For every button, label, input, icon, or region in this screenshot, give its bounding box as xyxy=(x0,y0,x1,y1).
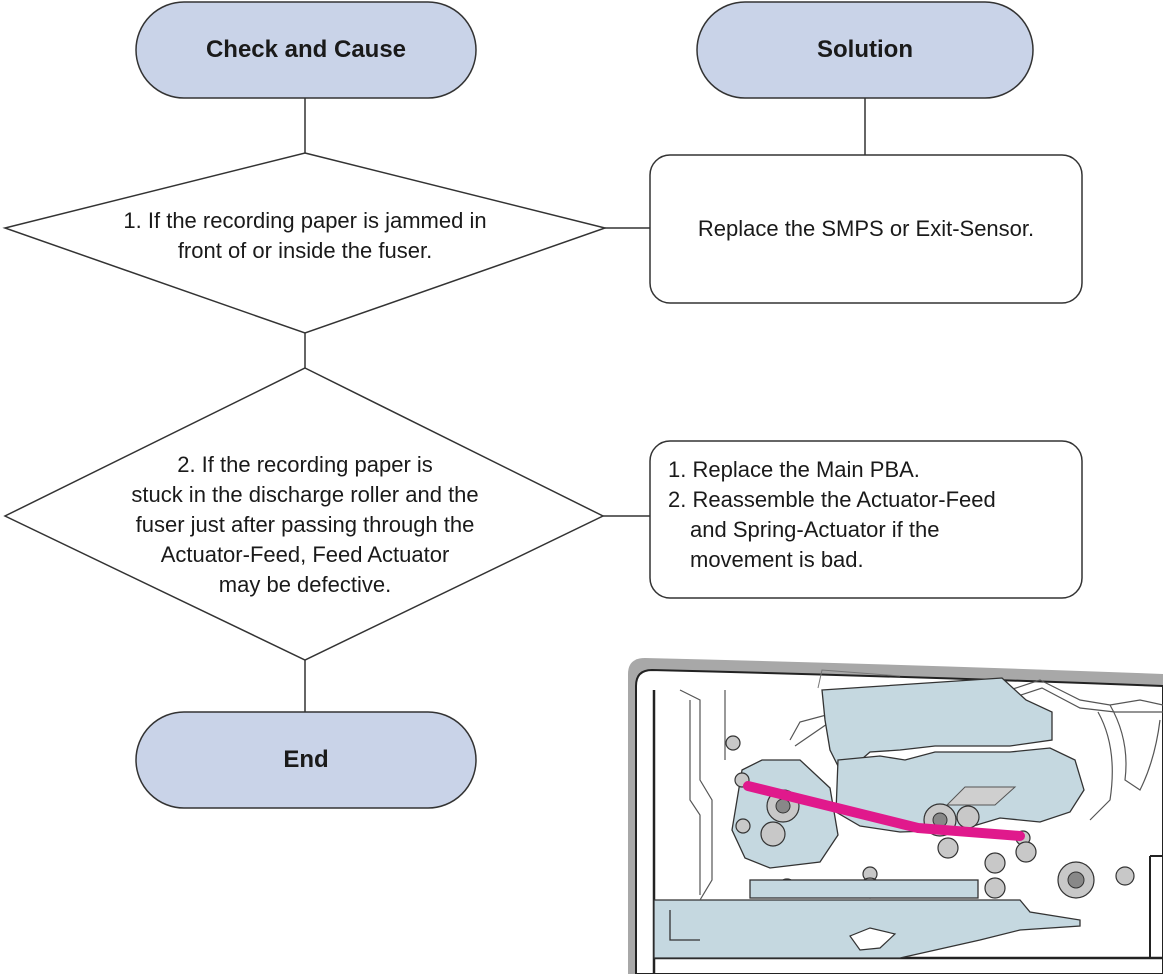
check-step-1-line: 1. If the recording paper is jammed in xyxy=(123,208,487,233)
solution-box-1 xyxy=(649,154,1083,304)
check-step-2-line: may be defective. xyxy=(218,572,392,597)
check-step-2-line: stuck in the discharge roller and the xyxy=(131,482,479,507)
check-step-2-line: 2. If the recording paper is xyxy=(177,452,433,477)
solution-step-2-line: 2. Reassemble the Actuator-Feed xyxy=(668,487,996,512)
check-step-2-text: 2. If the recording paper is stuck in th… xyxy=(60,450,550,600)
printer-cross-section-illustration xyxy=(628,658,1163,974)
connector-lines xyxy=(304,98,866,712)
paper-path-highlight xyxy=(743,781,1025,841)
end-terminator xyxy=(135,711,477,809)
solution-step-2-text: 1. Replace the Main PBA. 2. Reassemble t… xyxy=(668,455,1078,575)
check-and-cause-header: Check and Cause xyxy=(205,36,407,63)
check-header-terminator xyxy=(135,1,477,99)
check-step-2-line: Actuator-Feed, Feed Actuator xyxy=(160,542,450,567)
solution-step-2-line: movement is bad. xyxy=(690,547,864,572)
end-label: End xyxy=(283,746,329,773)
solution-header: Solution xyxy=(817,36,913,63)
solution-box-2 xyxy=(649,440,1083,599)
solution-step-2-line: 1. Replace the Main PBA. xyxy=(668,457,920,482)
check-step-1-text: 1. If the recording paper is jammed in f… xyxy=(40,206,570,266)
check-step-2-line: fuser just after passing through the xyxy=(135,512,475,537)
solution-step-1-line: Replace the SMPS or Exit-Sensor. xyxy=(697,216,1035,241)
decision-diamond-1 xyxy=(2,152,608,334)
decision-diamond-2 xyxy=(3,367,605,661)
solution-step-1-text: Replace the SMPS or Exit-Sensor. xyxy=(650,214,1082,244)
solution-header-terminator xyxy=(696,1,1034,99)
check-step-1-line: front of or inside the fuser. xyxy=(177,238,433,263)
solution-step-2-line: and Spring-Actuator if the xyxy=(690,517,940,542)
